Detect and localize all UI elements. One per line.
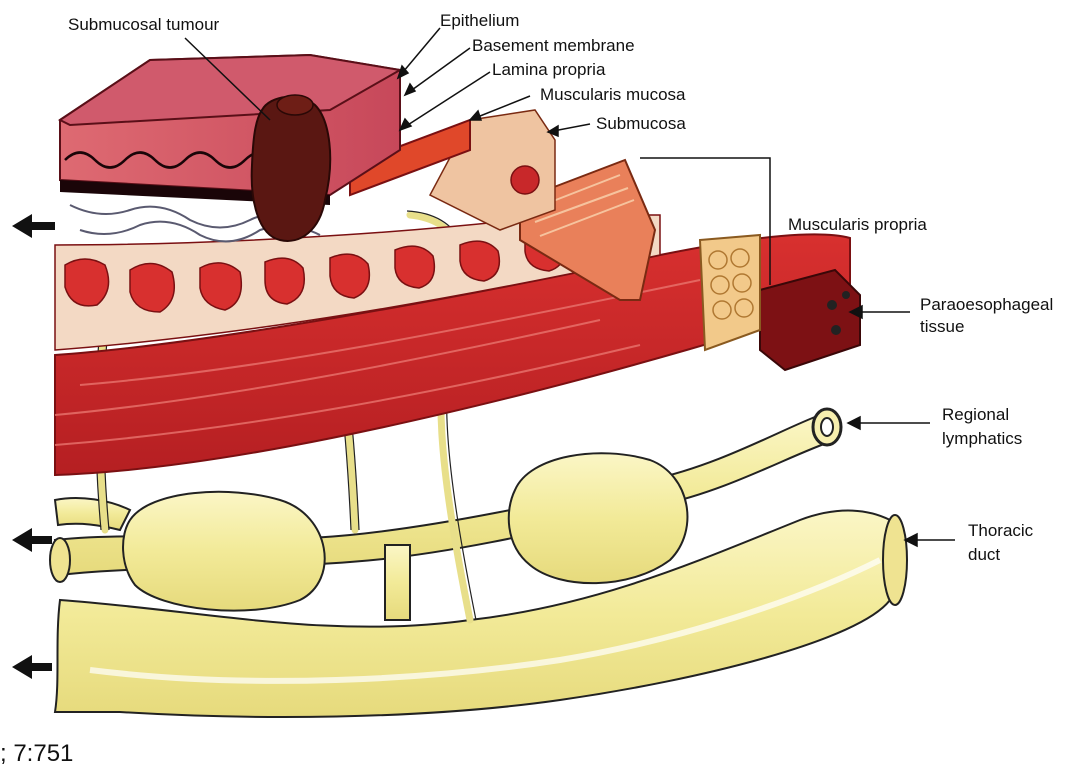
label-basement-membrane: Basement membrane: [472, 35, 635, 57]
label-epithelium: Epithelium: [440, 10, 519, 32]
label-thoracic-duct-line1: Thoracic: [968, 520, 1033, 542]
left-arrow-icon: [12, 214, 55, 238]
citation-fragment: ; 7:751: [0, 740, 73, 768]
label-submucosal-tumour: Submucosal tumour: [68, 14, 219, 36]
label-paraoesophageal-line2: tissue: [920, 316, 964, 338]
label-lamina-propria: Lamina propria: [492, 59, 605, 81]
label-regional-lymphatics-line2: lymphatics: [942, 428, 1022, 450]
label-thoracic-duct-line2: duct: [968, 544, 1000, 566]
left-arrow-icon: [12, 655, 52, 679]
label-muscularis-propria: Muscularis propria: [788, 214, 927, 236]
submucosal-tumour: [252, 95, 330, 241]
label-muscularis-mucosa: Muscularis mucosa: [540, 84, 686, 106]
left-arrows: [12, 214, 55, 679]
label-regional-lymphatics-line1: Regional: [942, 404, 1009, 426]
label-submucosa: Submucosa: [596, 113, 686, 135]
label-paraoesophageal-line1: Paraoesophageal: [920, 294, 1053, 316]
epithelium-block: [60, 55, 400, 241]
left-arrow-icon: [12, 528, 52, 552]
